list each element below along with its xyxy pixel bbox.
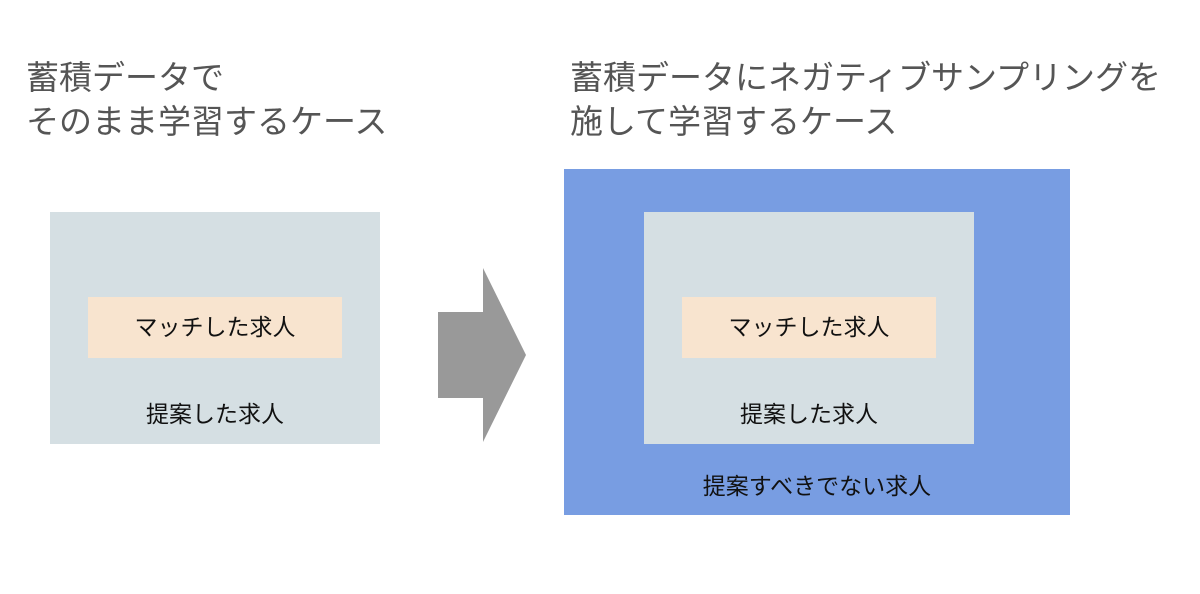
right-proposed-jobs-box: マッチした求人 提案した求人: [644, 212, 974, 444]
right-matched-jobs-label: マッチした求人: [728, 314, 890, 341]
right-proposed-jobs-label: 提案した求人: [740, 402, 878, 428]
left-matched-jobs-box: マッチした求人: [88, 297, 342, 358]
right-negative-jobs-label: 提案すべきでない求人: [702, 474, 932, 500]
right-negative-jobs-box: マッチした求人 提案した求人 提案すべきでない求人: [564, 169, 1070, 515]
right-title-line-1: 蓄積データにネガティブサンプリングを: [570, 58, 1162, 97]
left-matched-jobs-label: マッチした求人: [134, 314, 296, 341]
right-title-line-2: 施して学習するケース: [570, 102, 898, 141]
right-matched-jobs-box: マッチした求人: [682, 297, 936, 358]
left-title: 蓄積データで そのまま学習するケース: [26, 56, 387, 144]
right-title: 蓄積データにネガティブサンプリングを 施して学習するケース: [570, 56, 1161, 144]
left-title-line-2: そのまま学習するケース: [26, 102, 388, 141]
right-arrow-icon: [438, 268, 526, 442]
left-proposed-jobs-box: マッチした求人 提案した求人: [50, 212, 380, 444]
left-title-line-1: 蓄積データで: [26, 58, 224, 97]
left-proposed-jobs-label: 提案した求人: [146, 402, 284, 428]
